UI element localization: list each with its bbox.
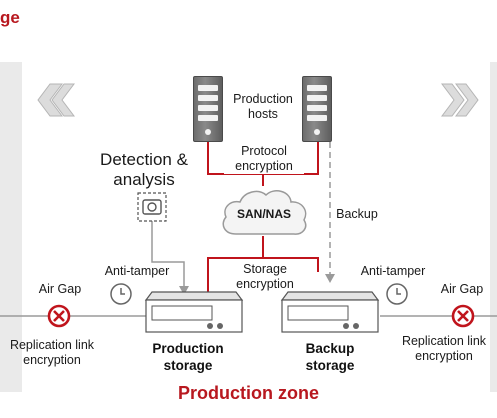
air-gap-icon-right [451, 304, 475, 328]
replication-left-label: Replication link encryption [9, 338, 95, 367]
production-hosts-label: Production hosts [233, 92, 293, 121]
backup-storage-icon [280, 291, 380, 333]
air-gap-right-label: Air Gap [440, 282, 484, 296]
left-side-panel [0, 62, 22, 392]
anti-tamper-right-label: Anti-tamper [360, 264, 426, 278]
chevron-left-icon[interactable] [36, 82, 76, 118]
backup-arrowhead [325, 274, 335, 283]
production-host-server-1 [193, 76, 223, 142]
backup-label: Backup [336, 207, 378, 221]
production-storage-icon [144, 291, 244, 333]
protocol-encryption-label: Protocol encryption [224, 144, 304, 174]
cloud-icon [222, 190, 307, 235]
storage-link [207, 257, 319, 300]
production-zone-title: Production zone [178, 383, 319, 403]
detection-analysis-label: Detection & analysis [100, 150, 188, 189]
camera-icon [137, 192, 167, 222]
header-title-fragment: ge [0, 8, 20, 27]
production-storage-label: Production storage [152, 341, 224, 373]
anti-tamper-left-label: Anti-tamper [104, 264, 170, 278]
chevron-right-icon[interactable] [440, 82, 480, 118]
right-side-panel [490, 62, 497, 392]
san-nas-label: SAN/NAS [236, 207, 291, 221]
air-gap-left-label: Air Gap [38, 282, 82, 296]
replication-right-label: Replication link encryption [401, 334, 487, 363]
clock-icon-right [386, 283, 408, 305]
clock-icon-left [110, 283, 132, 305]
backup-storage-label: Backup storage [305, 341, 355, 373]
production-host-server-2 [302, 76, 332, 142]
detection-arrowhead [179, 286, 189, 295]
detection-link [151, 220, 185, 288]
storage-encryption-label: Storage encryption [226, 262, 304, 292]
air-gap-icon-left [47, 304, 71, 328]
